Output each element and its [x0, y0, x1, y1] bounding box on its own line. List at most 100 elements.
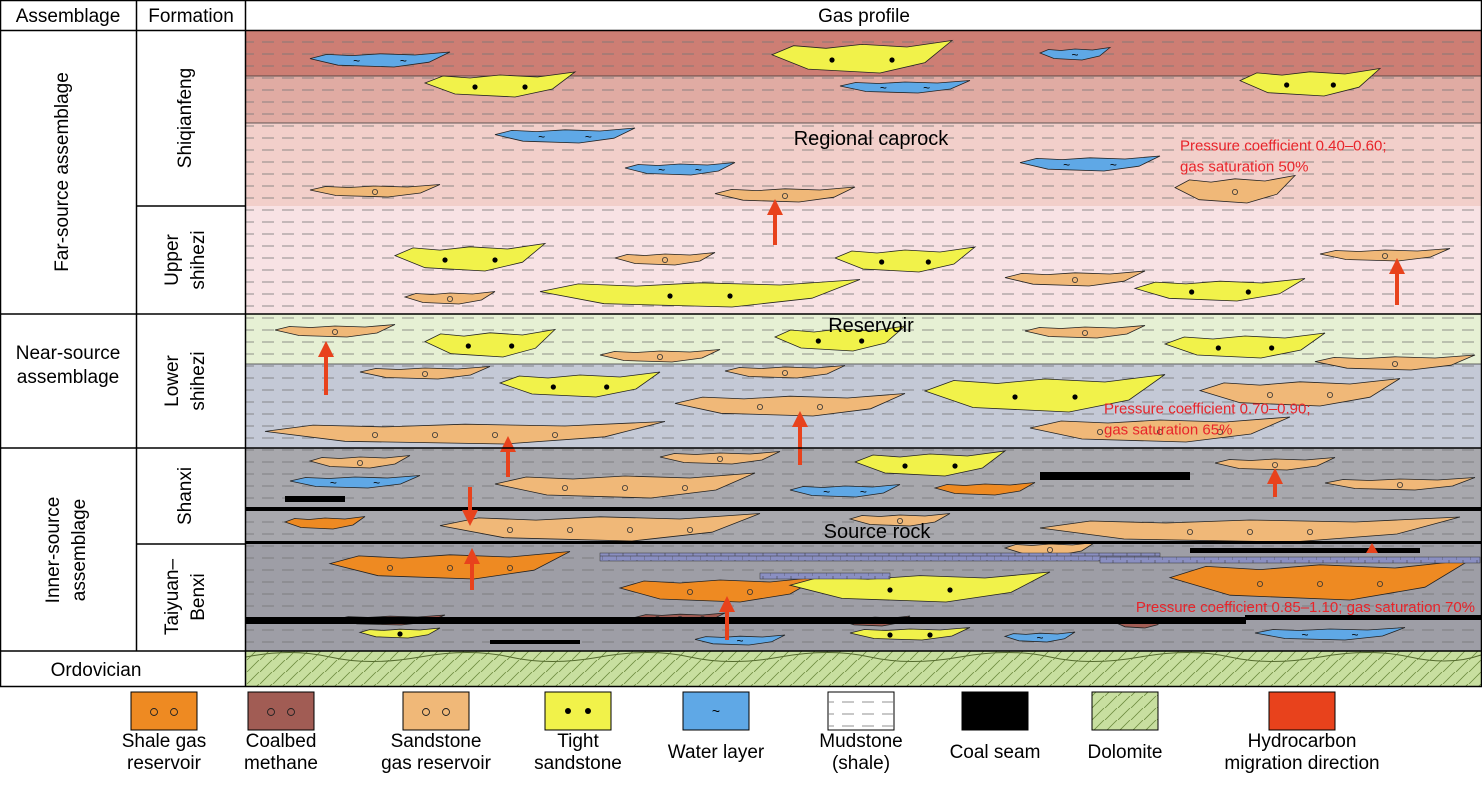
tight-dot [1245, 289, 1251, 295]
legend-gas-symbol [267, 708, 275, 716]
water-symbol: ~ [1036, 631, 1043, 645]
sand-lens [1039, 516, 1461, 543]
sand-lens [309, 184, 441, 198]
sand-shape [848, 513, 951, 527]
legend-label-coalbed-methane-line: methane [244, 753, 318, 774]
tight-lens [770, 39, 954, 74]
gas-symbol [1097, 428, 1104, 435]
formation-lower-shihezi-line: shihezi [188, 351, 209, 410]
tight-shape [539, 279, 861, 308]
water-lens: ~~ [624, 162, 736, 177]
sand-shape [274, 324, 396, 338]
tight-shape [1163, 332, 1326, 359]
tight-dot [1072, 394, 1078, 400]
legend-gas-symbol [442, 708, 450, 716]
gas-profile-header: Gas profile [818, 6, 910, 27]
annotation-p1-line: Pressure coefficient 0.40–0.60; [1180, 138, 1387, 155]
gas-symbol [1397, 481, 1404, 488]
migration-arrows [318, 199, 1405, 640]
formation-shiqianfeng: Shiqianfeng [175, 68, 196, 168]
table-grid [0, 0, 1482, 688]
formation-upper-shihezi-line: shihezi [188, 230, 209, 289]
shale-shape [1168, 559, 1471, 601]
water-symbol: ~ [1071, 48, 1078, 62]
sand-shape [1319, 248, 1451, 262]
sand-lens [264, 421, 666, 445]
water-lens: ~~ [309, 51, 451, 68]
gas-symbol [682, 484, 689, 491]
legend-label-water-layer-line: Water layer [668, 742, 765, 763]
gas-symbol [657, 353, 664, 360]
sand-shape [1214, 457, 1336, 471]
tight-lens [833, 246, 977, 273]
water-symbol: ~ [1063, 158, 1070, 172]
tight-lens [424, 328, 557, 358]
gas-symbol [1082, 329, 1089, 336]
water-lens: ~ [1003, 631, 1076, 645]
water-shape [839, 80, 971, 94]
tight-dot [1012, 394, 1018, 400]
water-symbol: ~ [1110, 158, 1117, 172]
tight-dot [604, 384, 610, 390]
water-lens: ~ [694, 634, 786, 648]
gas-symbol [1187, 529, 1194, 536]
gas-symbol [1382, 252, 1389, 259]
tight-dot [952, 463, 958, 469]
coal-seam [246, 617, 1246, 624]
sand-shape [1324, 477, 1476, 491]
legend-gas-symbol [170, 708, 178, 716]
tight-dot [925, 259, 931, 265]
sand-lens [674, 393, 906, 417]
legend: Shale gasreservoirCoalbedmethaneSandston… [122, 691, 1380, 774]
tight-lens [849, 627, 971, 641]
formation-shiqianfeng-line: Shiqianfeng [175, 68, 196, 168]
shale-shape [618, 576, 821, 603]
legend-tight-dot [585, 708, 591, 714]
formation-taiyuan-benxi: Taiyuan–Benxi [162, 559, 209, 635]
gas-symbol [371, 431, 378, 438]
tight-shape [833, 246, 977, 273]
gas-symbol [1072, 276, 1079, 283]
tight-lens [1133, 278, 1306, 302]
tight-dot [902, 463, 908, 469]
coal-seams [246, 472, 1481, 644]
tight-shape [853, 450, 1007, 477]
tight-dot [1215, 345, 1221, 351]
sand-lens [599, 349, 721, 363]
legend-label-shale-gas-line: reservoir [127, 753, 202, 774]
zone-label-source: Source rock [824, 521, 932, 543]
assemblage-header: Assemblage [16, 6, 121, 27]
water-symbol: ~ [538, 130, 545, 144]
sand-shape [1314, 354, 1476, 371]
gas-symbol [1257, 581, 1264, 588]
sand-lens [274, 324, 396, 338]
gas-symbol [622, 484, 629, 491]
sand-lens [403, 291, 496, 305]
water-shape [494, 127, 636, 144]
water-shape [789, 484, 901, 498]
sand-lens [1314, 354, 1476, 371]
gas-symbol [1392, 360, 1399, 367]
sand-lens [613, 252, 716, 266]
legend-gas-symbol [287, 708, 295, 716]
gas-symbol [446, 295, 453, 302]
annotation-p1-line: gas saturation 50% [1180, 159, 1308, 176]
legend-water-symbol: ~ [712, 703, 720, 719]
tight-dot [1269, 345, 1275, 351]
legend-swatch [544, 691, 612, 731]
formation-header: Formation [148, 6, 234, 27]
tight-lens [1239, 67, 1382, 97]
sand-lens [1004, 270, 1146, 287]
water-shape [309, 51, 451, 68]
tight-shape [498, 371, 661, 398]
formation-shanxi-line: Shanxi [175, 467, 196, 525]
gas-symbol [717, 455, 724, 462]
legend-label-coalbed-methane-line: Coalbed [246, 731, 317, 752]
sand-lens [659, 451, 781, 465]
tight-shape [393, 242, 547, 272]
gas-symbol [506, 565, 513, 572]
